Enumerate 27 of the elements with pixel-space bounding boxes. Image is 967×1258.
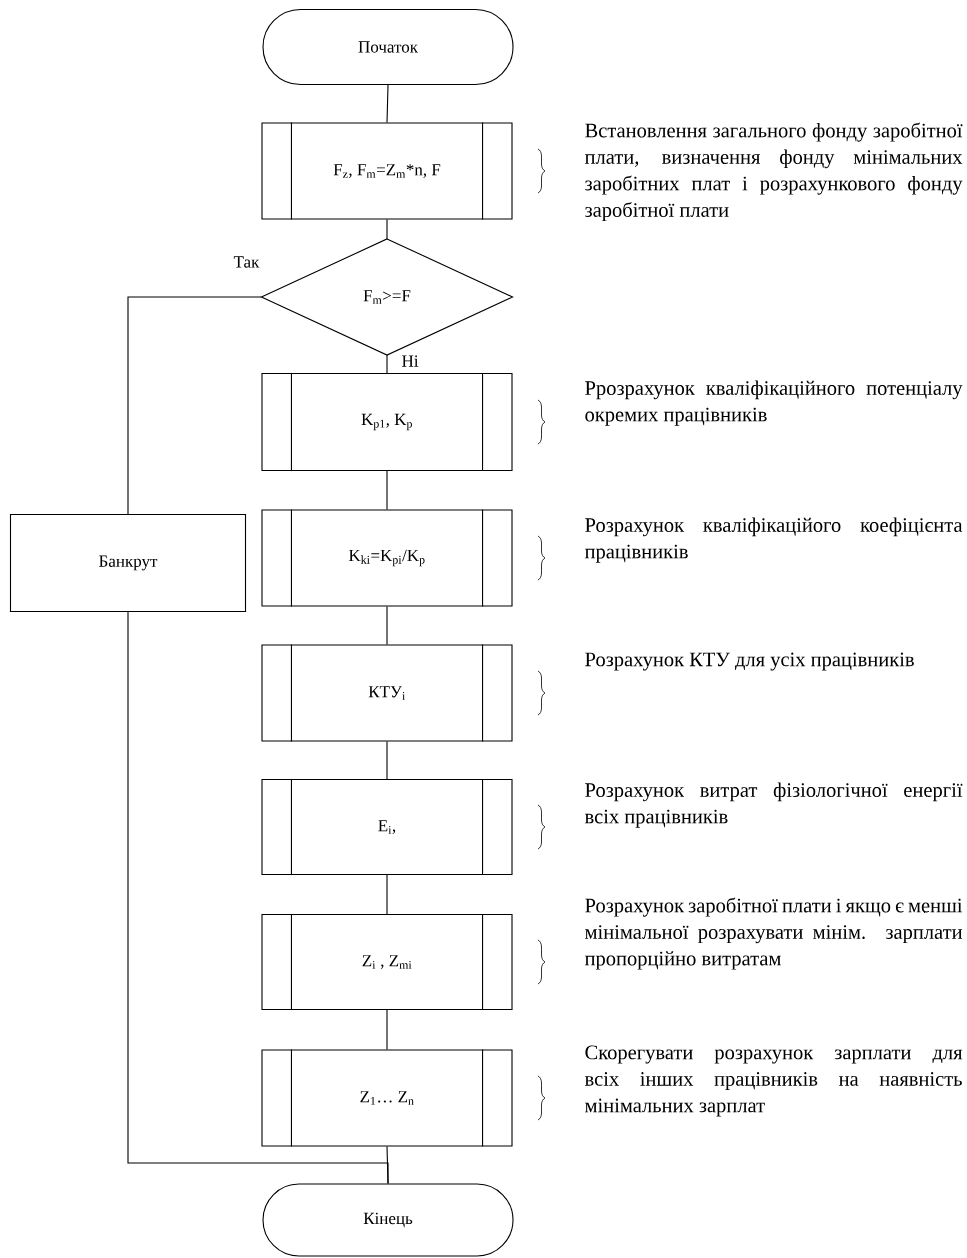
- edge-label: Ні: [400, 354, 420, 368]
- connector-line: [386, 470, 388, 510]
- connector-line: [127, 611, 389, 1184]
- connector-line: [386, 354, 388, 374]
- description-text: Розрахунок заробітної плати і якщо є менші мінімальної розрахувати мінім. зарплати пропорційно витратам: [584, 897, 963, 970]
- process-box: Z$_{1}$… Z$_{n}$: [261, 1048, 513, 1148]
- process-box: F$_{z}$, F$_{m}$=Z$_{m}$*n, F: [261, 121, 513, 221]
- description-text: Розрахунок КТУ для усіх працівників: [585, 652, 914, 671]
- process-box: E$_{i}$,: [261, 778, 513, 876]
- description-text: Розрахунок кваліфікаційого коефіцієнта працівників: [584, 517, 963, 563]
- connector-line: [386, 84, 389, 123]
- description-text: Встановлення загального фонду заробітної плати, визначення фонду мінімальних заробітних плат і розрахункового фонду заробітної плати: [584, 122, 963, 222]
- description-text: Ррозрахунок кваліфікаційного потенціалу окремих працівників: [585, 380, 963, 426]
- connector-line: [127, 296, 262, 515]
- connector-line: [386, 741, 388, 780]
- process-box: K$_{p1}$, K$_{p}$: [261, 372, 513, 472]
- process-box: K$_{ki}$=K$_{pi}$/K$_{p}$: [261, 508, 513, 608]
- process-box: Z$_{i}$ , Z$_{mi}$: [261, 913, 513, 1011]
- edge-label: Так: [232, 255, 261, 269]
- connector-line: [386, 1009, 388, 1050]
- connector-line: [386, 606, 388, 645]
- description-text: Розрахунок витрат фізіологічної енергії всіх працівників: [584, 782, 963, 828]
- description-text: Скорегувати розрахунок зарплати для всіх інших працівників на наявність мінімальних зарплат: [584, 1045, 963, 1117]
- connector-line: [386, 874, 388, 915]
- process-box: КТУ$_{i}$: [261, 643, 513, 743]
- connector-line: [386, 219, 388, 240]
- process-box: Банкрут: [9, 513, 247, 613]
